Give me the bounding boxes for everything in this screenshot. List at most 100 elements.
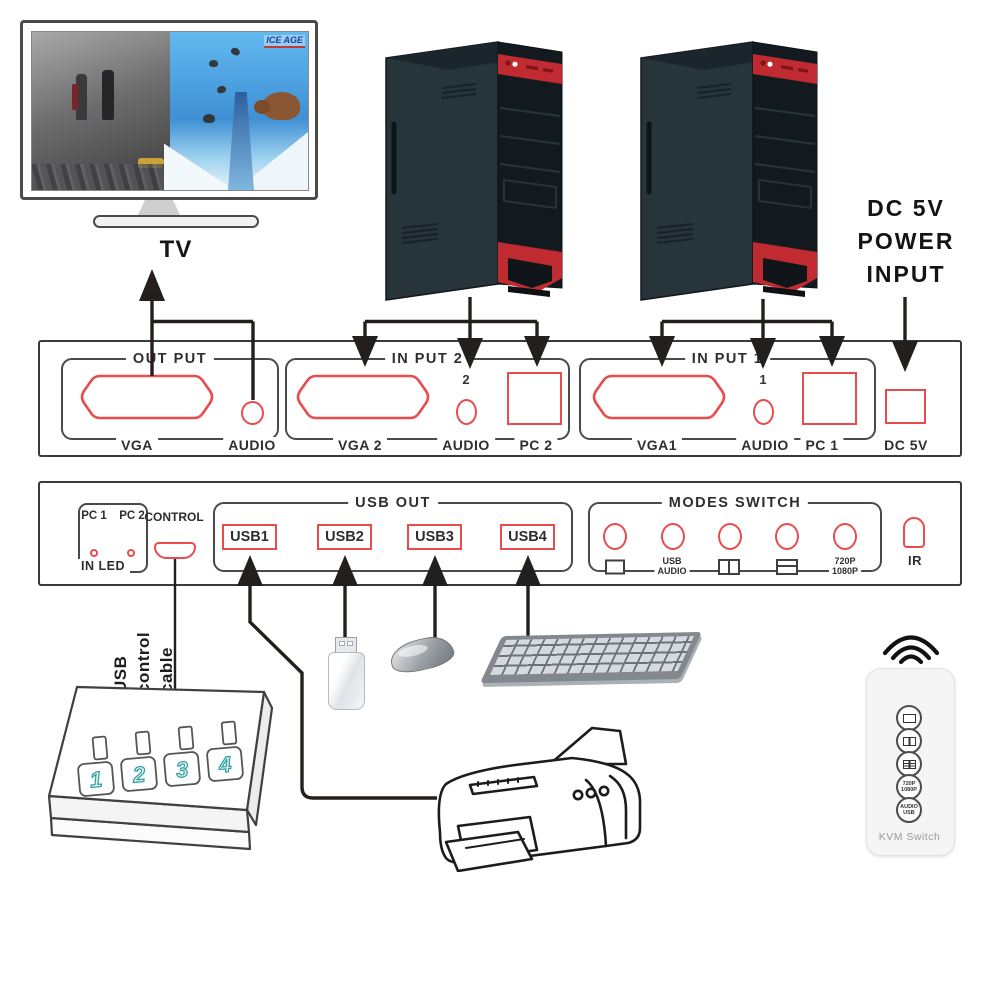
key-4-label: 4 (217, 752, 232, 778)
remote-res-line2: 1080P (901, 787, 917, 793)
input1-number: 1 (759, 372, 767, 387)
movie-figure (102, 70, 114, 120)
control-jack (154, 542, 196, 559)
mammoth (254, 92, 300, 121)
tv-label: TV (159, 236, 193, 263)
critter (216, 84, 227, 94)
vga1-input-port (592, 374, 726, 420)
res-line2: 1080P (831, 565, 859, 576)
fullscreen-mode-icon (605, 559, 625, 575)
control-box-led-2 (134, 730, 152, 756)
ice-age-logo: ICE AGE (264, 35, 305, 48)
control-box-led-4 (220, 720, 238, 746)
usb-out-group: USB OUT (213, 495, 573, 572)
usb3-port: USB3 (407, 524, 462, 550)
mode-button-fullscreen (603, 523, 627, 550)
ice-slide (227, 92, 254, 190)
pc-tower-1 (380, 32, 570, 302)
power-line-1: DC 5V (867, 195, 945, 221)
remote-audio-line2: USB (903, 810, 915, 816)
vga-out-label: VGA (116, 437, 158, 453)
mode-button-usb-audio (661, 523, 685, 550)
remote-button-quad (896, 751, 922, 777)
usb2-port: USB2 (317, 524, 372, 550)
remote-button-split (896, 728, 922, 754)
pc2-led (127, 549, 135, 557)
vga-output-port (80, 374, 214, 420)
control-box-button-2 (120, 756, 158, 792)
kvm-switch-label: KVM Switch (878, 831, 941, 843)
audio1-label: AUDIO (736, 437, 794, 453)
remote-resolution-label: 720P 1080P (901, 781, 917, 793)
critter (208, 60, 218, 68)
movie-taxi (138, 158, 164, 168)
input1-group-title: IN PUT 1 (684, 351, 771, 367)
power-input-label: DC 5V POWER INPUT (846, 192, 966, 291)
remote-res-line1: 720P (902, 781, 916, 787)
control-box-button-3 (163, 751, 201, 787)
dc5v-port (885, 389, 926, 424)
input2-group: IN PUT 2 (285, 351, 570, 440)
power-line-2: POWER (857, 228, 955, 254)
in-led-pc1-label: PC 1 (81, 510, 107, 522)
in-led-pc2-label: PC 2 (119, 510, 145, 522)
input2-group-title: IN PUT 2 (384, 351, 471, 367)
resolution-mode-label: 720P 1080P (828, 556, 862, 576)
tv-stand-base (93, 215, 259, 228)
wifi-signal-icon (882, 635, 940, 665)
pc2-usb-port (507, 372, 562, 425)
remote-quad-icon (902, 759, 916, 769)
remote-audio-line1: AUDIO (900, 804, 918, 810)
ir-label: IR (903, 553, 927, 568)
control-label: CONTROL (144, 510, 204, 524)
tv-screen-right-movie: ICE AGE (164, 32, 308, 190)
audio2-label: AUDIO (437, 437, 495, 453)
critter (203, 114, 216, 124)
modes-switch-title: MODES SWITCH (661, 495, 809, 511)
control-box-button-1 (77, 761, 115, 797)
vga2-input-port (296, 374, 430, 420)
usb1-port: USB1 (222, 524, 277, 550)
tv-stand-neck (137, 200, 181, 217)
res-line1: 720P (834, 556, 856, 566)
mode-button-resolution (833, 523, 857, 550)
usb-audio-line2: AUDIO (657, 565, 687, 576)
in-led-label: IN LED (76, 559, 130, 573)
remote-split-icon (902, 736, 916, 746)
tv-screen-left-movie (32, 32, 170, 190)
snow-slope (164, 143, 240, 190)
vga2-label: VGA 2 (333, 437, 387, 453)
tv: ICE AGE (20, 20, 318, 200)
vga1-label: VGA1 (631, 437, 683, 453)
mode-button-pbp (775, 523, 799, 550)
remote-fullscreen-icon (902, 713, 916, 723)
key-1-label: 1 (89, 767, 103, 793)
usb-audio-line1: USB (662, 556, 682, 566)
pbp-mode-icon (776, 559, 798, 575)
remote-button-audio-usb: AUDIO USB (896, 797, 922, 823)
critter (229, 46, 241, 57)
printer (437, 726, 642, 872)
split-screen-mode-icon (718, 559, 740, 575)
tv-screen: ICE AGE (31, 31, 309, 191)
control-box-button-4 (206, 746, 244, 782)
usb4-port: USB4 (500, 524, 555, 550)
audio1-input-port (753, 399, 774, 425)
mouse (387, 632, 457, 677)
pc1-led (90, 549, 98, 557)
movie-rubble (32, 164, 170, 190)
input2-number: 2 (462, 372, 470, 387)
keyboard (480, 631, 702, 684)
key-2-label: 2 (131, 761, 147, 787)
pc1-usb-port (802, 372, 857, 425)
power-line-3: INPUT (866, 261, 946, 287)
remote-audio-usb-label: AUDIO USB (900, 804, 918, 816)
control-box-led-3 (177, 725, 195, 751)
input1-group: IN PUT 1 (579, 351, 876, 440)
mode-button-split (718, 523, 742, 550)
control-box: 1 2 3 4 (47, 685, 274, 851)
audio-output-port (241, 401, 264, 425)
control-box-led-1 (91, 735, 109, 761)
pc1-label: PC 1 (800, 437, 844, 453)
